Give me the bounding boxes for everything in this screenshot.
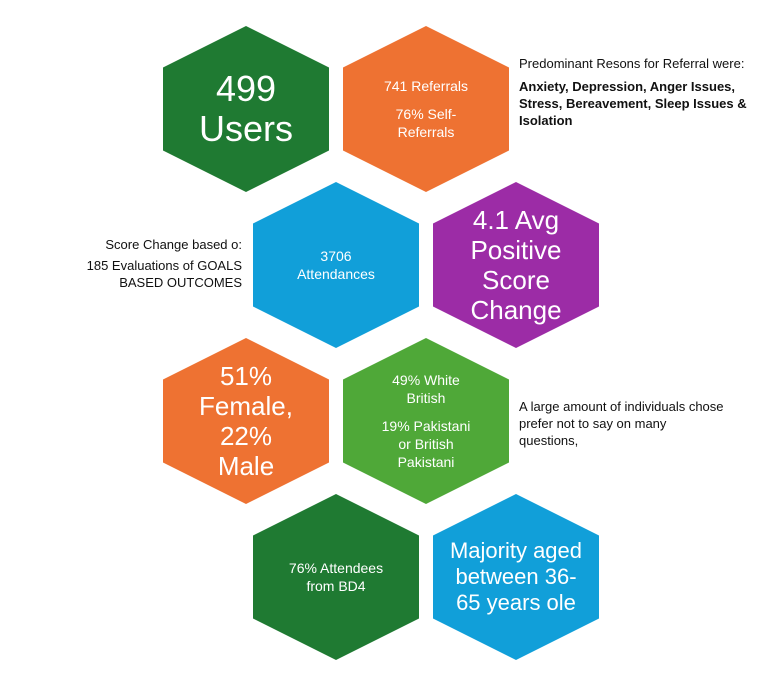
gender-hexagon: 51% Female, 22% Male: [163, 338, 329, 504]
score-change-detail: 185 Evaluations of GOALS BASED OUTCOMES: [86, 258, 242, 290]
prefer-not-to-say-note: A large amount of individuals chose pref…: [519, 399, 724, 448]
users-label: Users: [198, 108, 293, 149]
score-change-title: Score Change based o:: [105, 237, 242, 252]
white-british: 49% White British: [392, 372, 460, 406]
attendances-hexagon: 3706 Attendances: [253, 182, 419, 348]
attendances-count: 3706: [320, 248, 352, 264]
ethnicity-hexagon: 49% White British 19% Pakistani or Briti…: [343, 338, 509, 504]
pakistani: 19% Pakistani or British Pakistani: [381, 418, 471, 470]
score-change-text: 4.1 Avg Positive Score Change: [470, 205, 562, 325]
referral-reasons-list: Anxiety, Depression, Anger Issues, Stres…: [519, 79, 747, 128]
users-count: 499: [215, 68, 277, 109]
referral-reasons-title: Predominant Resons for Referral were:: [519, 56, 745, 71]
score-change-hexagon: 4.1 Avg Positive Score Change: [433, 182, 599, 348]
self-referrals: 76% Self-Referrals: [395, 106, 457, 140]
referral-reasons-note: Predominant Resons for Referral were: An…: [519, 55, 749, 129]
score-change-note: Score Change based o: 185 Evaluations of…: [70, 236, 242, 291]
attendances-label: Attendances: [297, 266, 375, 282]
location-text: 76% Attendees from BD4: [288, 560, 384, 594]
age-hexagon: Majority aged between 36-65 years ole: [433, 494, 599, 660]
users-hexagon: 499 Users: [163, 26, 329, 192]
gender-text: 51% Female, 22% Male: [199, 361, 293, 481]
age-text: Majority aged between 36-65 years ole: [449, 538, 583, 615]
referrals-count: 741 Referrals: [383, 78, 469, 94]
location-hexagon: 76% Attendees from BD4: [253, 494, 419, 660]
referrals-hexagon: 741 Referrals 76% Self-Referrals: [343, 26, 509, 192]
